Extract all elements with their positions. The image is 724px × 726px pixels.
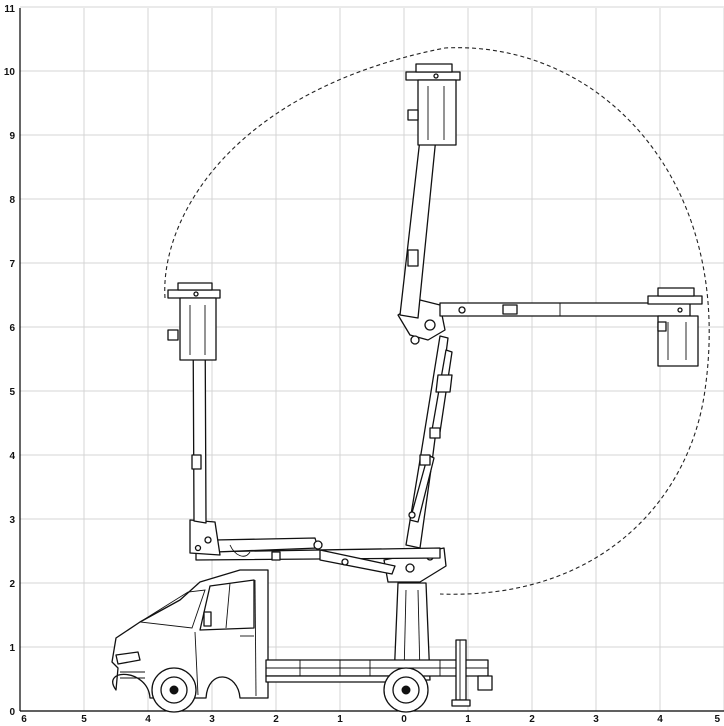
- x-tick-label: 5: [81, 714, 87, 725]
- y-tick-label: 9: [9, 131, 15, 142]
- y-tick-label: 6: [9, 323, 15, 334]
- x-tick-label: 0: [401, 714, 407, 725]
- work-basket-icon: [167, 282, 221, 361]
- x-tick-label: 4: [145, 714, 151, 725]
- grid: [20, 6, 724, 711]
- x-tick-label: 6: [21, 714, 27, 725]
- y-tick-label: 7: [9, 259, 15, 270]
- x-tick-label: 4: [657, 714, 663, 725]
- x-tick-label: 3: [209, 714, 215, 725]
- x-tick-label: 1: [337, 714, 343, 725]
- x-tick-label: 2: [529, 714, 535, 725]
- y-tick-label: 2: [9, 579, 15, 590]
- x-tick-label: 5: [714, 714, 720, 725]
- y-tick-label: 8: [9, 195, 15, 206]
- truck-icon: [111, 569, 493, 713]
- reach-envelope: [164, 47, 710, 595]
- work-basket-icon: [647, 287, 703, 367]
- y-tick-label: 4: [9, 451, 15, 462]
- x-tick-label: 1: [465, 714, 471, 725]
- y-tick-label: 5: [9, 387, 15, 398]
- work-basket-icon: [405, 63, 461, 146]
- x-tick-label: 2: [273, 714, 279, 725]
- y-tick-label: 11: [4, 4, 15, 15]
- boom-lift-icon: [167, 63, 703, 681]
- y-tick-label: 3: [9, 515, 15, 526]
- y-tick-label: 0: [9, 707, 15, 718]
- y-tick-label: 10: [4, 67, 16, 78]
- x-tick-label: 3: [593, 714, 599, 725]
- y-tick-label: 1: [9, 643, 15, 654]
